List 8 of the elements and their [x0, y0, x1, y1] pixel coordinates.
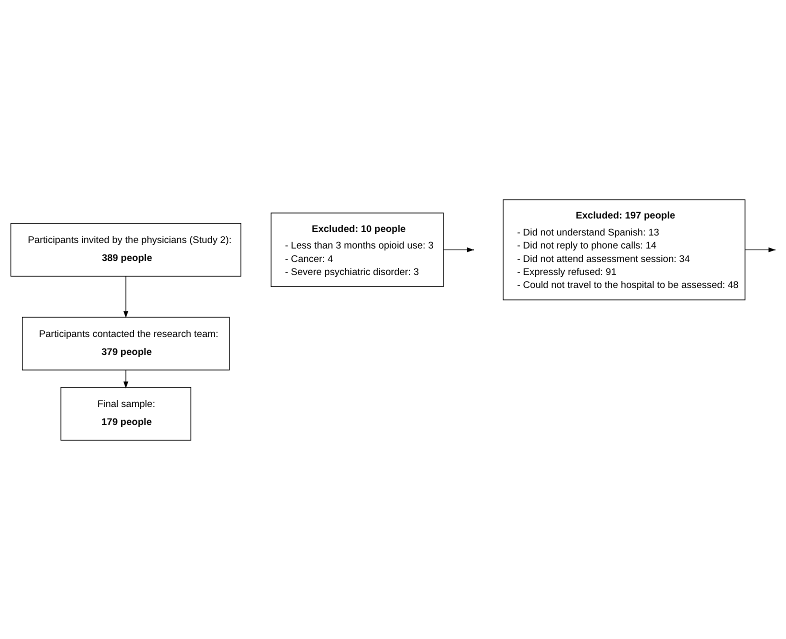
node-box: Final sample: 179 people: [60, 386, 192, 440]
arrow: [123, 275, 128, 318]
node-box: Excluded: 10 people - Less than 3 months opioid use: 3 - Cancer: 4 - Severe psychiatric disorder: 3: [270, 212, 444, 286]
arrow: [123, 369, 128, 388]
node-box: Participants contacted the research team: 379 people: [22, 316, 230, 370]
node-box: Participants invited by the physicians (Study 2): 389 people: [10, 222, 242, 276]
arrow: [443, 246, 474, 252]
node-box: Excluded: 197 people - Did not understand Spanish: 13 - Did not reply to phone calls: 14 - Did not attend assessment session: 34 - Expressly refused: 91 - Could not travel to the hospital to be assessed: 48: [502, 198, 746, 300]
